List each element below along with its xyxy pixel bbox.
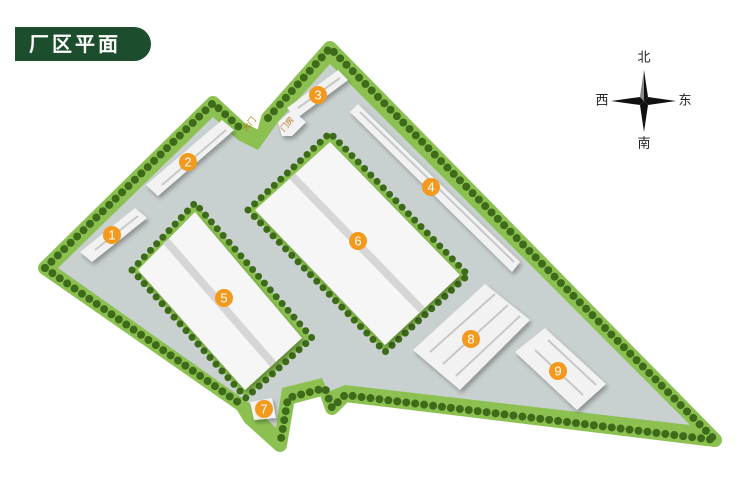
marker-8-label: 8 bbox=[467, 332, 474, 347]
marker-8[interactable] bbox=[462, 330, 480, 348]
marker-3-label: 3 bbox=[314, 88, 321, 103]
marker-5[interactable] bbox=[215, 289, 233, 307]
tree-row bbox=[264, 42, 726, 449]
marker-9-label: 9 bbox=[554, 364, 561, 379]
tree-row bbox=[41, 97, 244, 272]
marker-1[interactable] bbox=[103, 226, 121, 244]
compass-west: 西 bbox=[595, 94, 608, 109]
compass-north: 北 bbox=[637, 51, 650, 66]
page-title: 厂区平面 bbox=[15, 27, 151, 61]
tree-row bbox=[41, 264, 246, 409]
marker-7[interactable] bbox=[255, 400, 273, 418]
gatehouse bbox=[278, 110, 306, 136]
compass-rose-icon bbox=[611, 70, 676, 132]
marker-4-label: 4 bbox=[427, 180, 434, 195]
compass-east: 东 bbox=[678, 94, 691, 109]
marker-6-label: 6 bbox=[354, 234, 361, 249]
building-markers: 1 2 3 4 5 6 7 8 9 bbox=[103, 86, 567, 418]
marker-2-label: 2 bbox=[184, 155, 191, 170]
compass-south: 南 bbox=[637, 136, 650, 152]
marker-6[interactable] bbox=[349, 232, 367, 250]
marker-4[interactable] bbox=[422, 178, 440, 196]
marker-2[interactable] bbox=[179, 153, 197, 171]
marker-1-label: 1 bbox=[108, 228, 115, 243]
marker-7-label: 7 bbox=[260, 402, 267, 417]
marker-3[interactable] bbox=[309, 86, 327, 104]
marker-5-label: 5 bbox=[220, 291, 227, 306]
marker-9[interactable] bbox=[549, 362, 567, 380]
